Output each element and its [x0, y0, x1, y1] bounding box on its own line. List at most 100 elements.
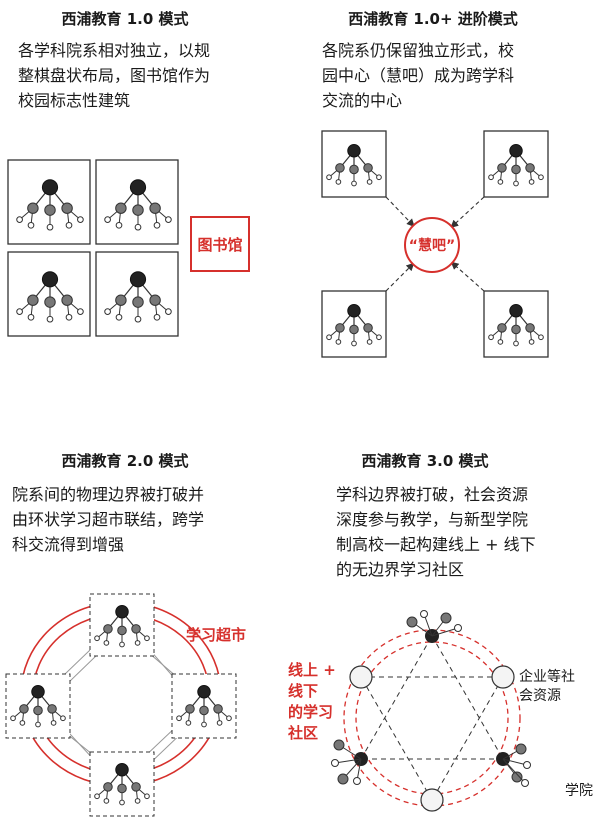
leaf-node: [103, 640, 110, 646]
desc-line: 院系间的物理边界被打破并: [12, 485, 205, 504]
desc-line: 园中心（慧吧）成为跨学科: [322, 66, 515, 85]
leaf-node: [538, 334, 544, 341]
leaf-node: [376, 334, 382, 341]
arrow-connector: [385, 196, 415, 227]
panel-description: 院系间的物理边界被打破并 由环状学习超市联结，跨学 科交流得到增强: [12, 482, 204, 557]
leaf-node: [119, 641, 125, 648]
leaf-node: [326, 174, 332, 181]
root-node: [41, 271, 59, 288]
panel-title: 西浦教育 1.0+ 进阶模式: [348, 10, 518, 28]
leaf-node: [376, 174, 382, 181]
branch-node: [525, 163, 535, 173]
branch-node: [131, 782, 141, 792]
branch-node: [117, 783, 127, 794]
root-node: [115, 762, 129, 777]
leaf-node: [27, 313, 35, 321]
college-edge: [431, 627, 459, 637]
leaf-node: [351, 180, 357, 187]
branch-node: [19, 704, 29, 714]
leaf-node: [538, 174, 544, 181]
arrow-connector: [385, 262, 415, 292]
leaf-node: [134, 640, 141, 646]
leaf-node: [65, 313, 73, 321]
discipline-tree-icon: [104, 271, 172, 323]
panel-description: 各院系仍保留独立形式，校 园中心（慧吧）成为跨学科 交流的中心: [322, 38, 514, 113]
resource-node: [349, 665, 373, 689]
leaf-node: [65, 221, 73, 229]
branch-node: [27, 294, 39, 306]
library-box: 图书馆: [190, 216, 250, 272]
college-leaf: [352, 777, 361, 785]
branch-node: [525, 323, 535, 333]
department-box: [95, 251, 179, 337]
branch-node: [363, 163, 373, 173]
leaf-node: [35, 721, 41, 728]
desc-line: 各学科院系相对独立，以规: [18, 41, 211, 60]
college-leaf: [330, 759, 339, 767]
college-leaf: [337, 773, 349, 785]
community-ring-inner: [355, 641, 509, 795]
root-node: [347, 143, 361, 158]
branch-node: [199, 705, 209, 716]
leaf-node: [46, 223, 54, 231]
community-label-line: 线上 +: [288, 661, 336, 679]
leaf-node: [104, 216, 111, 223]
leaf-node: [119, 799, 125, 806]
leaf-node: [134, 798, 141, 804]
leaf-node: [201, 721, 207, 728]
leaf-node: [104, 308, 111, 315]
leaf-node: [528, 339, 535, 345]
discipline-tree-icon: [16, 271, 84, 323]
leaf-node: [115, 221, 123, 229]
root-node: [509, 143, 523, 158]
branch-node: [213, 704, 223, 714]
star-connector: [431, 676, 504, 801]
root-node: [115, 604, 129, 619]
root-node: [41, 179, 59, 196]
discipline-tree-icon: [488, 303, 544, 347]
branch-node: [335, 323, 345, 333]
discipline-tree-icon: [94, 762, 150, 806]
discipline-tree-icon: [176, 684, 232, 728]
community-label: 线上 + 线下 的学习 社区: [288, 660, 336, 744]
leaf-node: [46, 315, 54, 323]
leaf-node: [165, 216, 172, 223]
panel-title: 西浦教育 2.0 模式: [61, 452, 189, 470]
desc-line: 整棋盘状布局，图书馆作为: [18, 66, 211, 85]
college-edge: [334, 758, 362, 764]
department-box: [7, 159, 91, 245]
community-label-line: 社区: [288, 724, 319, 742]
star-connector: [360, 635, 433, 760]
branch-node: [132, 204, 144, 216]
leaf-node: [94, 793, 100, 800]
resource-node: [420, 788, 444, 812]
root-node: [347, 303, 361, 318]
arrow-connector: [450, 261, 485, 292]
desc-line: 由环状学习超市联结，跨学: [12, 510, 205, 529]
leaf-node: [335, 179, 342, 185]
resource-node: [491, 665, 515, 689]
panel-title: 西浦教育 1.0 模式: [61, 10, 189, 28]
resource-label-line: 企业等社: [519, 669, 575, 685]
leaf-node: [216, 720, 223, 726]
discipline-tree-icon: [16, 179, 84, 231]
branch-node: [115, 202, 127, 214]
desc-line: 学科边界被打破，社会资源: [336, 485, 529, 504]
leaf-node: [77, 216, 84, 223]
branch-node: [47, 704, 57, 714]
leaf-node: [153, 221, 161, 229]
leaf-node: [165, 308, 172, 315]
leaf-node: [77, 308, 84, 315]
community-label-line: 线下: [288, 682, 319, 700]
branch-node: [103, 624, 113, 634]
branch-node: [511, 164, 521, 175]
discipline-tree-icon: [10, 684, 66, 728]
branch-node: [44, 204, 56, 216]
desc-line: 制高校一起构建线上 + 线下: [336, 535, 536, 554]
leaf-node: [115, 313, 123, 321]
arrow-connector: [450, 196, 485, 229]
branch-node: [33, 705, 43, 716]
leaf-node: [185, 720, 192, 726]
desc-line: 校园标志性建筑: [18, 91, 131, 110]
